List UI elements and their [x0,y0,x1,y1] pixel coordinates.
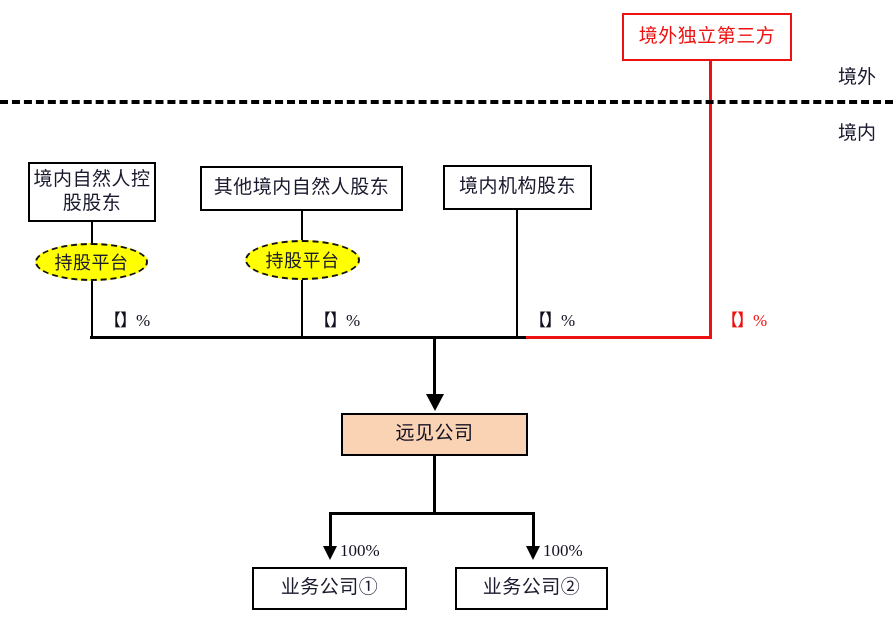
node-business-company-2-label: 业务公司② [482,577,581,599]
node-offshore-independent-third-party-label: 境外独立第三方 [638,25,776,47]
arrowhead-into-target-company [426,394,444,411]
ownership-label-business-company-2: 100% [543,541,583,560]
ownership-label-platform2: 【】% [314,311,360,330]
node-other-domestic-natural-person-shareholders[interactable]: 其他境内自然人股东 [200,166,403,211]
node-domestic-institutional-shareholder[interactable]: 境内机构股东 [443,165,592,210]
ownership-label-platform1: 【】% [104,311,150,330]
ownership-label-business-company-1: 100% [340,541,380,560]
node-domestic-natural-person-controlling-shareholder-label: 境内自然人控股股东 [33,168,151,214]
connector-shareholder1-to-platform1 [91,222,93,248]
connector-platform1-to-busbar [91,278,93,338]
node-target-company-label: 远见公司 [395,423,474,445]
connector-institution-to-busbar [516,210,518,338]
node-domestic-institutional-shareholder-label: 境内机构股东 [458,176,576,198]
node-business-company-2[interactable]: 业务公司② [455,567,608,610]
node-offshore-independent-third-party[interactable]: 境外独立第三方 [622,13,792,61]
connector-to-business-company-1 [329,512,332,550]
node-other-domestic-natural-person-shareholders-label: 其他境内自然人股东 [213,177,390,199]
zone-label-onshore: 境内 [838,123,877,144]
connector-platform2-to-busbar [301,278,303,338]
node-shareholding-platform-2[interactable]: 持股平台 [245,240,360,280]
node-business-company-1-label: 业务公司① [280,577,379,599]
busbar-red-segment [526,336,712,339]
node-shareholding-platform-2-label: 持股平台 [265,251,340,271]
connector-busbar-to-target-company [433,338,436,396]
node-shareholding-platform-1-label: 持股平台 [54,253,129,273]
subsidiary-busbar [329,512,535,515]
jurisdiction-boundary-divider [0,100,893,104]
zone-label-offshore: 境外 [838,67,877,88]
busbar-black-segment [90,336,528,339]
node-business-company-1[interactable]: 业务公司① [252,567,407,610]
ownership-label-offshore-third-party: 【】% [721,311,767,330]
connector-shareholder2-to-platform2 [301,211,303,245]
connector-to-business-company-2 [532,512,535,550]
node-domestic-natural-person-controlling-shareholder[interactable]: 境内自然人控股股东 [28,162,156,222]
arrowhead-into-business-company-2 [526,546,540,560]
arrowhead-into-business-company-1 [323,546,337,560]
ownership-label-institution: 【】% [529,311,575,330]
node-target-company[interactable]: 远见公司 [341,413,528,456]
node-shareholding-platform-1[interactable]: 持股平台 [35,243,148,281]
connector-offshore-to-busbar [709,61,712,338]
connector-target-to-subsidiary-bus [433,456,436,514]
